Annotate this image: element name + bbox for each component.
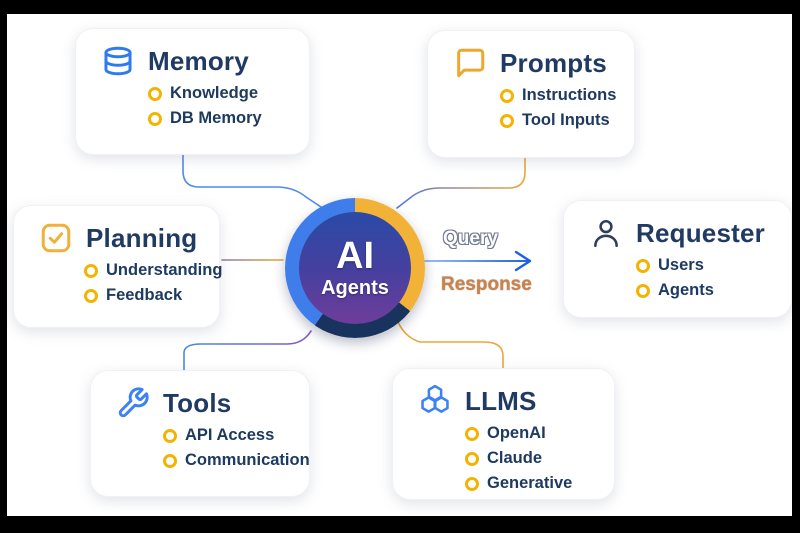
bullet-icon	[84, 263, 98, 278]
list-item: DB Memory	[148, 106, 299, 131]
connector-tools	[183, 330, 312, 371]
query-arrow-head	[514, 250, 532, 272]
item-label: DB Memory	[170, 109, 262, 127]
frame-top	[0, 0, 800, 14]
card-title: Tools	[163, 387, 232, 418]
item-label: Understanding	[106, 261, 223, 279]
item-label: Communication	[185, 451, 310, 469]
item-label: Tool Inputs	[522, 111, 610, 129]
item-label: Agents	[658, 281, 714, 299]
memory-card: Memory Knowledge DB Memory	[75, 28, 310, 155]
planning-card: Planning Understanding Feedback	[13, 205, 222, 328]
list-item: Users	[636, 253, 781, 278]
bullet-icon	[148, 111, 162, 126]
ai-agents-hub: AI Agents	[285, 198, 425, 338]
person-icon	[588, 215, 624, 251]
bullet-icon	[84, 288, 98, 303]
bullet-icon	[500, 88, 514, 103]
list-item: Agents	[636, 278, 781, 303]
bullet-icon	[163, 453, 177, 468]
list-item: Tool Inputs	[500, 108, 624, 133]
connector-prompts	[396, 157, 526, 209]
tools-card: Tools API Access Communication	[90, 370, 310, 497]
hexagons-icon	[417, 383, 453, 419]
list-item: Understanding	[84, 258, 222, 283]
hub-subtitle: Agents	[321, 277, 389, 299]
database-icon	[100, 43, 136, 79]
list-item: Instructions	[500, 83, 624, 108]
item-label: Users	[658, 256, 704, 274]
bullet-icon	[148, 86, 162, 101]
bullet-icon	[636, 283, 650, 298]
list-item: Communication	[163, 448, 310, 473]
llms-card: LLMS OpenAI Claude Generative	[392, 368, 615, 500]
bullet-icon	[163, 428, 177, 443]
item-label: API Access	[185, 426, 275, 444]
item-label: Claude	[487, 449, 543, 467]
chat-bubble-icon	[452, 45, 488, 81]
query-label: Query	[443, 228, 498, 249]
item-label: OpenAI	[487, 424, 546, 442]
prompts-card: Prompts Instructions Tool Inputs	[427, 30, 635, 158]
list-item: Generative	[465, 471, 604, 496]
checkbox-icon	[38, 220, 74, 256]
list-item: API Access	[163, 423, 299, 448]
bullet-icon	[465, 426, 479, 441]
item-label: Generative	[487, 474, 573, 492]
connector-llms	[395, 316, 504, 369]
wrench-icon	[115, 385, 151, 421]
list-item: Knowledge	[148, 81, 299, 106]
bullet-icon	[465, 451, 479, 466]
list-item: Claude	[465, 446, 604, 471]
item-label: Instructions	[522, 86, 617, 104]
card-title: Planning	[86, 222, 198, 253]
card-title: LLMS	[465, 385, 537, 416]
item-label: Feedback	[106, 286, 183, 304]
ai-agents-hub-face: AI Agents	[299, 212, 411, 324]
hub-title: AI	[336, 235, 374, 277]
list-item: Feedback	[84, 283, 209, 308]
frame-right	[792, 0, 800, 533]
frame-left	[0, 0, 7, 533]
bullet-icon	[636, 258, 650, 273]
card-title: Requester	[636, 217, 765, 248]
bullet-icon	[500, 113, 514, 128]
item-label: Knowledge	[170, 84, 259, 102]
bullet-icon	[465, 476, 479, 491]
response-label: Response	[441, 274, 532, 295]
frame-bottom	[0, 516, 800, 533]
list-item: OpenAI	[465, 421, 604, 446]
card-title: Prompts	[500, 47, 607, 78]
connector-memory	[182, 154, 322, 208]
card-title: Memory	[148, 45, 249, 76]
requester-card: Requester Users Agents	[563, 200, 792, 318]
